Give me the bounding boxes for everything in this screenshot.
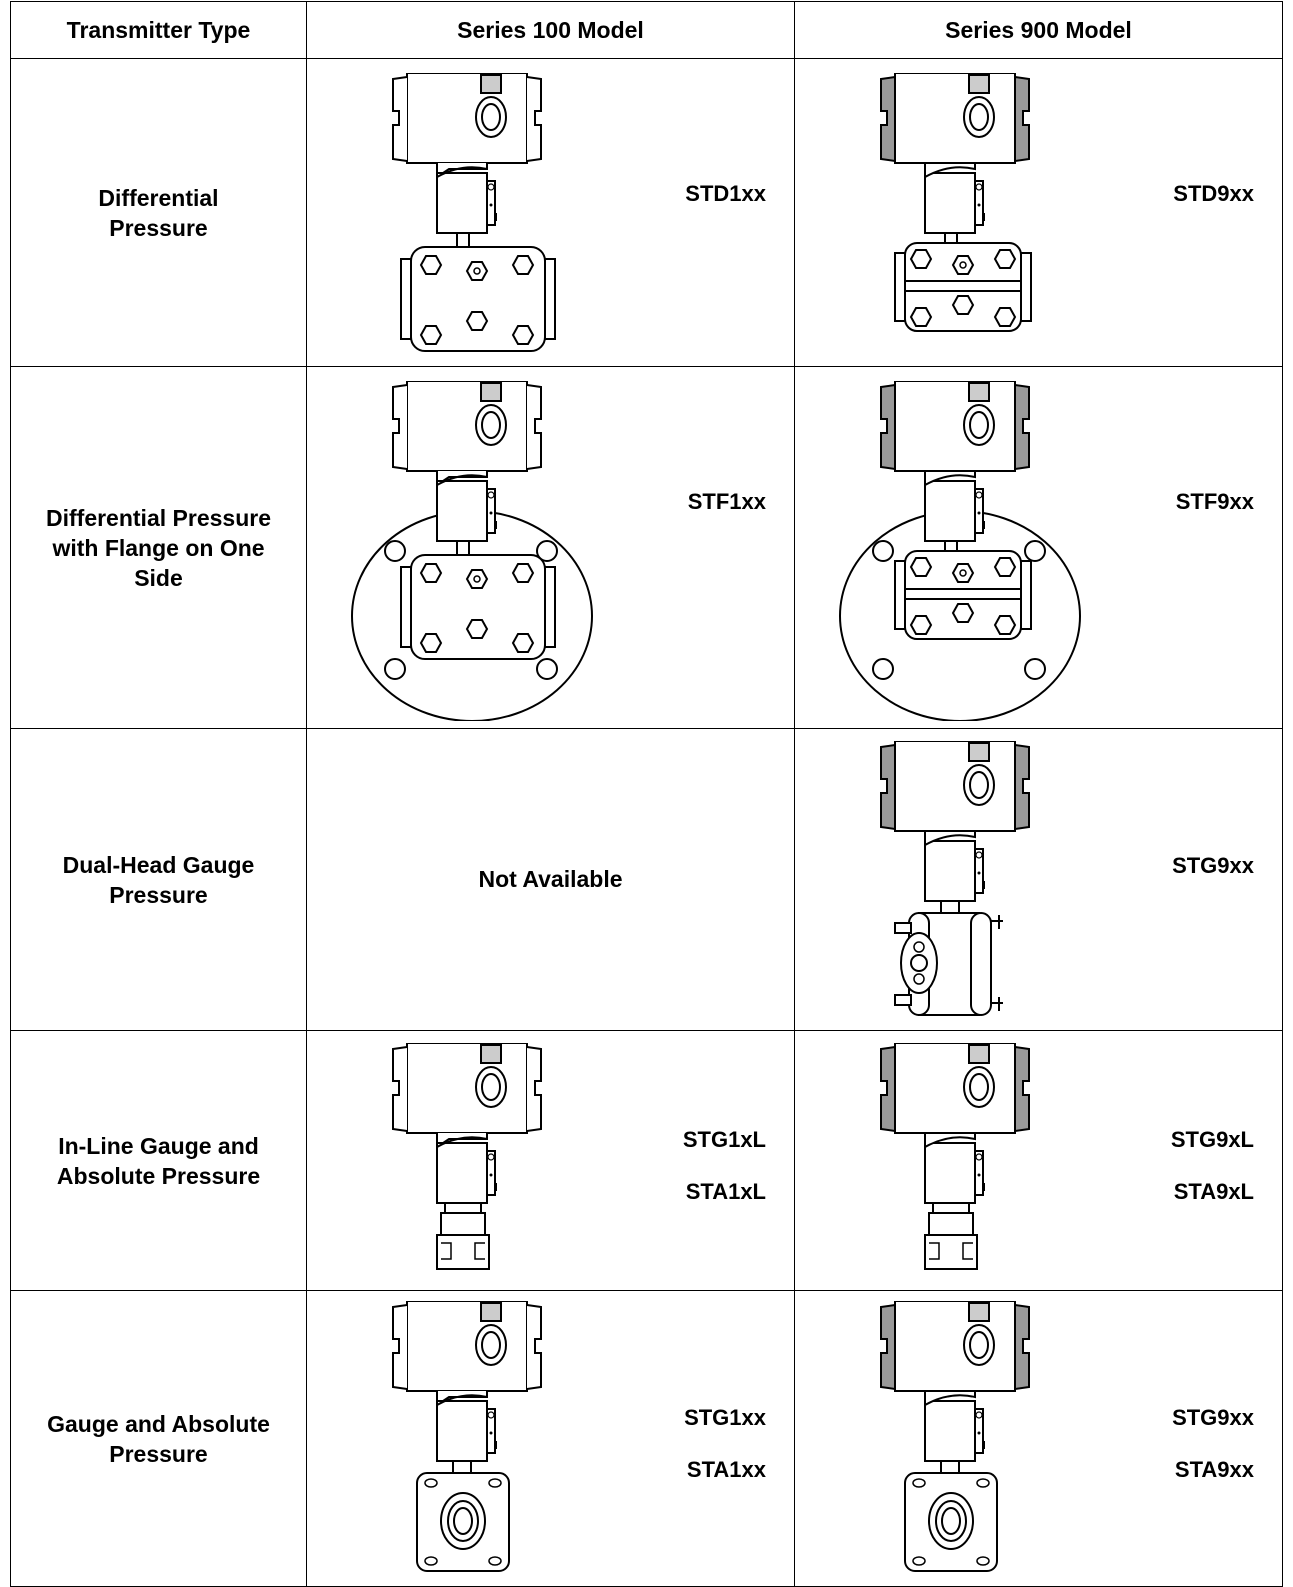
transmitter-type-cell: Dual-Head Gauge Pressure [10, 728, 307, 1031]
transmitter-table: Transmitter Type Series 100 Model Series… [10, 1, 1283, 1587]
type-line: In-Line Gauge and [58, 1132, 259, 1159]
transmitter-type-cell: In-Line Gauge and Absolute Pressure [10, 1030, 307, 1291]
header-series-900: Series 900 Model [794, 1, 1283, 59]
model-code: STF9xx [1175, 489, 1254, 514]
series-900-cell: STG9xL STA9xL [794, 1030, 1283, 1291]
type-line: Pressure [109, 1440, 208, 1467]
model-code: STA9xL [1173, 1179, 1254, 1204]
differential-pressure-transmitter-icon [880, 73, 1055, 363]
model-code: STG9xL [1170, 1127, 1254, 1152]
series-900-cell: STF9xx [794, 366, 1283, 729]
series-100-cell: STG1xL STA1xL [306, 1030, 795, 1291]
type-line: Pressure [109, 881, 208, 908]
type-line: Absolute Pressure [56, 1162, 261, 1189]
series-100-cell: STF1xx [306, 366, 795, 729]
type-line: Gauge and Absolute [47, 1410, 270, 1437]
type-line: Side [134, 564, 183, 591]
table-row: In-Line Gauge and Absolute Pressure STG1… [10, 1030, 1283, 1291]
table-row: Differential Pressure STD1xx STD9xx [10, 58, 1283, 367]
type-line: Differential [98, 184, 219, 211]
series-900-cell: STD9xx [794, 58, 1283, 367]
series-100-cell: STG1xx STA1xx [306, 1290, 795, 1587]
in-line-gauge-transmitter-icon [880, 1043, 1030, 1270]
series-900-cell: STG9xx STA9xx [794, 1290, 1283, 1587]
header-row: Transmitter Type Series 100 Model Series… [10, 1, 1283, 59]
header-series-100: Series 100 Model [306, 1, 795, 59]
dual-head-gauge-transmitter-icon [880, 741, 1030, 1016]
model-code: STF1xx [687, 489, 766, 514]
table-row: Differential Pressure with Flange on One… [10, 366, 1283, 729]
not-available-label: Not Available [478, 866, 623, 892]
transmitter-type-cell: Differential Pressure [10, 58, 307, 367]
gauge-absolute-transmitter-icon [880, 1301, 1030, 1572]
transmitter-type-cell: Gauge and Absolute Pressure [10, 1290, 307, 1587]
differential-pressure-transmitter-icon [392, 73, 567, 363]
gauge-absolute-transmitter-icon [392, 1301, 542, 1572]
table-row: Dual-Head Gauge Pressure Not Available S… [10, 728, 1283, 1031]
model-code: STD1xx [685, 181, 766, 206]
table-row: Gauge and Absolute Pressure STG1xx STA1x… [10, 1290, 1283, 1587]
flange-mounted-transmitter-icon [351, 381, 593, 721]
header-transmitter-type: Transmitter Type [10, 1, 307, 59]
flange-mounted-transmitter-icon [839, 381, 1081, 721]
series-900-cell: STG9xx [794, 728, 1283, 1031]
model-code: STD9xx [1173, 181, 1254, 206]
model-code: STA1xL [685, 1179, 766, 1204]
type-line: Pressure [109, 214, 208, 241]
type-line: with Flange on One [52, 534, 265, 561]
model-code: STA9xx [1174, 1457, 1254, 1482]
model-code: STG1xL [682, 1127, 766, 1152]
type-line: Differential Pressure [46, 504, 271, 531]
model-code: STG1xx [684, 1405, 766, 1430]
model-code: STA1xx [686, 1457, 766, 1482]
transmitter-type-cell: Differential Pressure with Flange on One… [10, 366, 307, 729]
model-code: STG9xx [1172, 1405, 1254, 1430]
type-line: Dual-Head Gauge [62, 851, 255, 878]
model-code: STG9xx [1172, 853, 1254, 878]
series-100-cell: Not Available [306, 728, 795, 1031]
in-line-gauge-transmitter-icon [392, 1043, 542, 1270]
series-100-cell: STD1xx [306, 58, 795, 367]
